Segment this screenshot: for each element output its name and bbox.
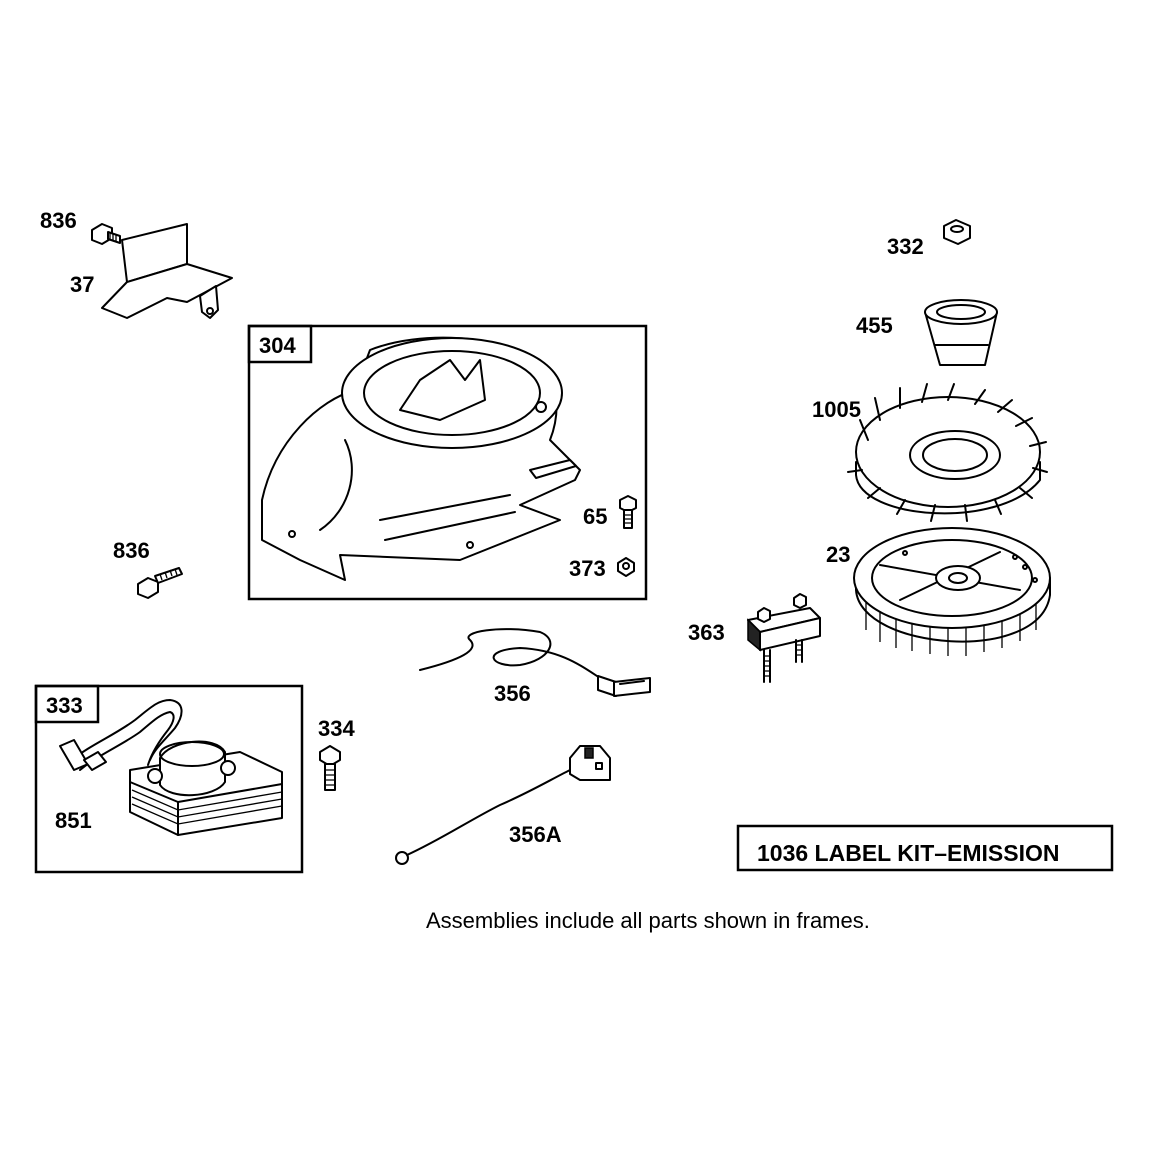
bracket-363: [747, 593, 821, 683]
starter-cup-455: [924, 299, 998, 366]
part-label-304: 304: [259, 333, 296, 358]
part-label-455: 455: [856, 313, 893, 338]
part-label-356A: 356A: [509, 822, 562, 847]
stop-switch-wire-356A: [395, 745, 611, 865]
bolt-836-side: [137, 567, 183, 599]
label-kit-box: [736, 824, 1114, 872]
part-label-851: 851: [55, 808, 92, 833]
nut-332: [943, 219, 971, 245]
part-label-836-side: 836: [113, 538, 150, 563]
screw-65: [619, 495, 637, 529]
part-label-363: 363: [688, 620, 725, 645]
flywheel-23: [853, 527, 1051, 656]
part-label-356: 356: [494, 681, 531, 706]
nut-373: [617, 557, 635, 577]
part-label-836-top: 836: [40, 208, 77, 233]
part-label-373: 373: [569, 556, 606, 581]
air-deflector-37: [101, 223, 233, 319]
frame-304: [247, 324, 648, 601]
frame-333: [34, 684, 304, 874]
bolt-836-top: [91, 223, 121, 245]
ground-wire-356: [419, 628, 651, 697]
part-label-332: 332: [887, 234, 924, 259]
part-label-65: 65: [583, 504, 607, 529]
assemblies-note: Assemblies include all parts shown in fr…: [426, 908, 870, 933]
ignition-armature-333: [59, 699, 283, 836]
part-label-23: 23: [826, 542, 850, 567]
frame-333-tag: [34, 684, 100, 724]
part-label-37: 37: [70, 272, 94, 297]
part-label-333: 333: [46, 693, 83, 718]
part-label-334: 334: [318, 716, 355, 741]
fan-1005: [847, 383, 1048, 522]
frame-304-tag: [247, 324, 313, 364]
part-label-1005: 1005: [812, 397, 861, 422]
label-kit-text: 1036 LABEL KIT–EMISSION: [757, 840, 1060, 866]
blower-housing-304: [261, 336, 581, 581]
screw-334: [319, 745, 341, 791]
